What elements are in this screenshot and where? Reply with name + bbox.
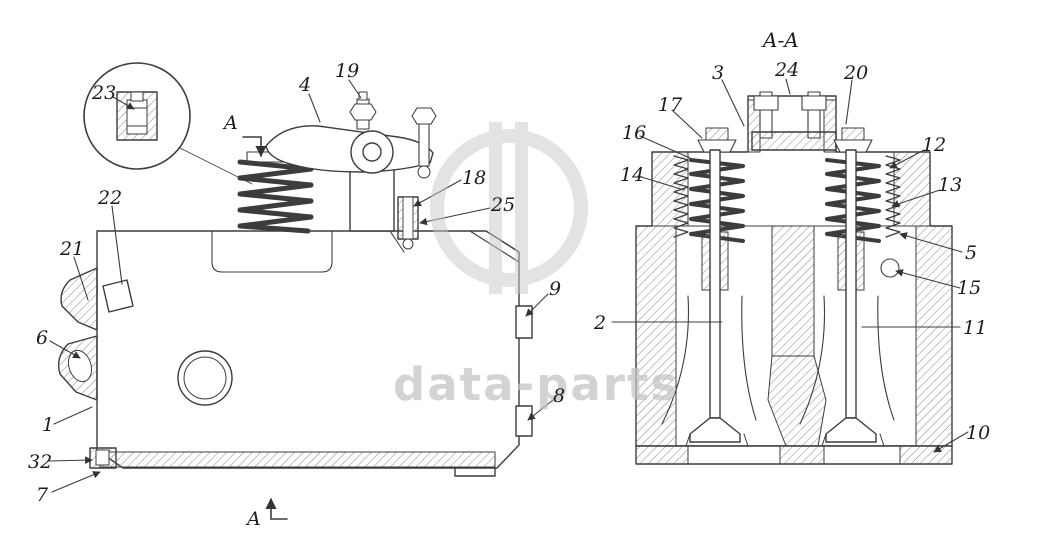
callout-4: 4 xyxy=(299,74,312,96)
callout-32: 32 xyxy=(28,451,53,473)
callout-2: 2 xyxy=(594,312,607,334)
right-view-section-aa xyxy=(611,78,969,465)
callout-7: 7 xyxy=(36,484,49,506)
callout-22: 22 xyxy=(98,187,123,209)
callout-3: 3 xyxy=(712,62,725,84)
callout-25: 25 xyxy=(491,194,516,216)
callout-1: 1 xyxy=(42,414,55,436)
callout-13: 13 xyxy=(938,174,963,196)
right-view-leaders xyxy=(611,78,969,453)
callout-11: 11 xyxy=(963,317,988,339)
callout-8: 8 xyxy=(553,385,566,407)
callout-6: 6 xyxy=(36,327,49,349)
callout-17: 17 xyxy=(658,94,683,116)
callout-10: 10 xyxy=(966,422,991,444)
callout-5: 5 xyxy=(965,242,978,264)
callout-24: 24 xyxy=(775,59,800,81)
callout-18: 18 xyxy=(462,167,487,189)
section-cut-label-bottom: A xyxy=(247,508,261,530)
callout-9: 9 xyxy=(549,278,562,300)
callout-21: 21 xyxy=(60,238,85,260)
callout-14: 14 xyxy=(620,164,645,186)
callout-19: 19 xyxy=(335,60,360,82)
detail-balloon-23 xyxy=(83,62,253,185)
callout-12: 12 xyxy=(922,134,947,156)
callout-16: 16 xyxy=(622,122,647,144)
callout-20: 20 xyxy=(844,62,869,84)
section-cut-marks xyxy=(242,136,288,520)
callout-23: 23 xyxy=(92,82,117,104)
section-view-title: A-A xyxy=(763,28,799,52)
left-view-cylinder-head xyxy=(47,62,554,520)
callout-15: 15 xyxy=(957,277,982,299)
section-cut-label-top: A xyxy=(224,112,238,134)
